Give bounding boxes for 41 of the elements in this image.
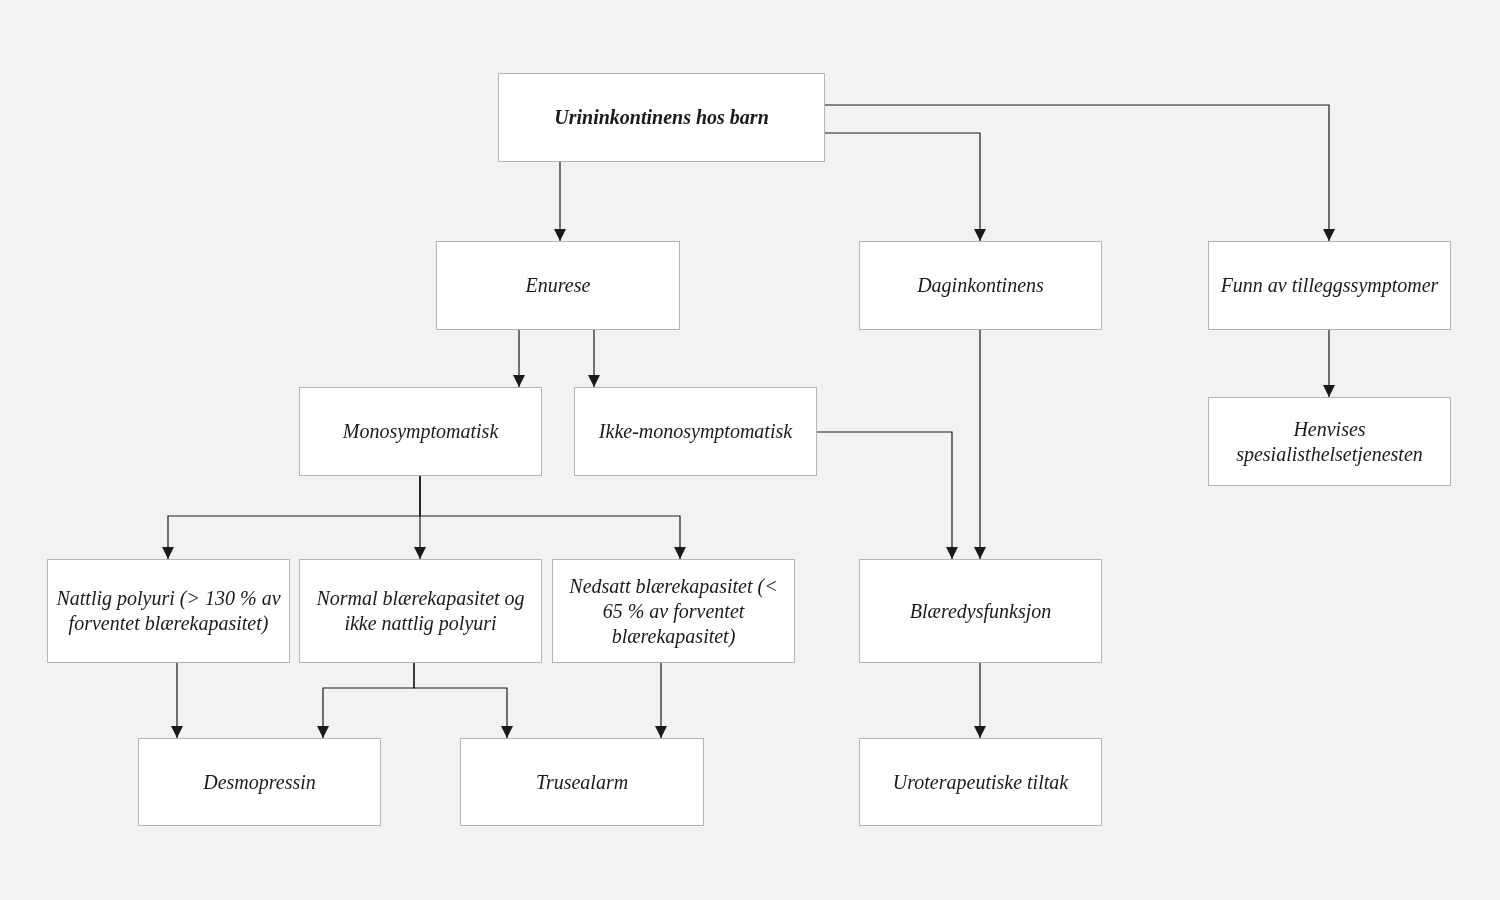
arrow [655, 662, 667, 739]
arrow [974, 329, 986, 560]
process-box [552, 559, 795, 663]
process-box [574, 387, 817, 476]
process-box [299, 387, 542, 476]
node-label: Monosymptomatisk [341, 419, 500, 444]
node-label: Daginkontinens [916, 273, 1045, 298]
process-box [1208, 397, 1451, 486]
arrow [1323, 329, 1335, 398]
arrow [513, 329, 525, 388]
process-box [47, 559, 290, 663]
process-box [436, 241, 680, 330]
title-box [498, 73, 825, 162]
node-label: Urininkontinens hos barn [553, 105, 770, 130]
node-label: Blæredysfunksjon [908, 598, 1053, 624]
arrow [824, 104, 1335, 242]
process-box [460, 738, 704, 826]
arrow [974, 662, 986, 739]
node-label: Normal blærekapasitet og ikke nattlig polyuri [315, 586, 526, 636]
process-box [859, 559, 1102, 663]
node-label: Funn av tilleggssymptomer [1219, 273, 1440, 298]
process-box [299, 559, 542, 663]
node-label: Trusealarm [534, 769, 630, 795]
node-label: Desmopressin [202, 769, 317, 795]
arrow [413, 662, 513, 739]
node-label: Nattlig polyuri (> 130 % av forventet blærekapasitet) [55, 586, 282, 636]
node-label: Enurese [524, 273, 592, 298]
node-label: Uroterapeutiske tiltak [891, 769, 1070, 795]
process-box [1208, 241, 1451, 330]
arrow [816, 431, 958, 560]
node-label: Ikke-monosymptomatisk [597, 419, 794, 444]
arrow [419, 475, 686, 560]
arrow [171, 662, 183, 739]
process-box [859, 738, 1102, 826]
process-box [138, 738, 381, 826]
arrow [554, 161, 566, 242]
node-label: Henvises spesialisthelsetjenesten [1235, 416, 1424, 467]
node-label: Nedsatt blærekapasitet (< 65 % av forventet blærekapasitet) [568, 573, 779, 649]
arrow [824, 132, 986, 242]
arrow [588, 329, 600, 388]
process-box [859, 241, 1102, 330]
